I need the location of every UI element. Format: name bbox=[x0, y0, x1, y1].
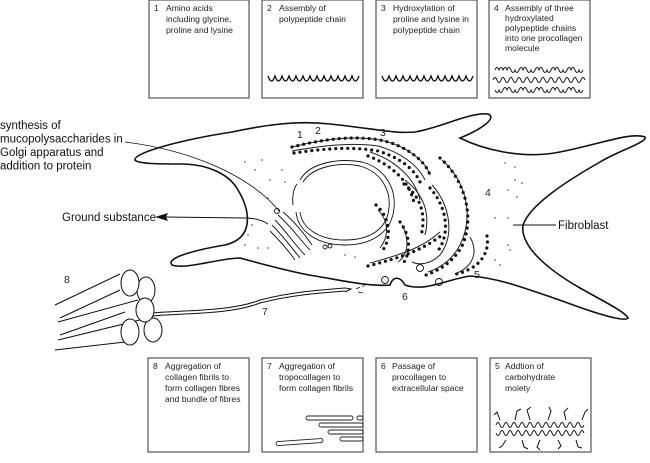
tropocollagen-rods bbox=[275, 415, 364, 446]
golgi-apparatus bbox=[269, 208, 333, 261]
step-number: 6 bbox=[381, 361, 386, 371]
step-number: 7 bbox=[267, 361, 272, 371]
svg-text:4: 4 bbox=[485, 187, 491, 199]
step-number: 1 bbox=[154, 3, 159, 13]
step-box-6: 6 Passage of procollagen to extracellula… bbox=[375, 357, 478, 453]
step-box-7: 7 Aggregation of tropocollagen to form c… bbox=[261, 357, 364, 453]
svg-text:5: 5 bbox=[474, 269, 480, 281]
step-number: 3 bbox=[381, 3, 386, 13]
fibroblast-cell bbox=[134, 113, 646, 320]
step-text: Assembly of three hydroxylated polypepti… bbox=[505, 3, 585, 53]
svg-text:6: 6 bbox=[381, 361, 386, 371]
step-text: Amino acids including glycine, proline a… bbox=[166, 3, 234, 35]
svg-text:2: 2 bbox=[315, 125, 321, 137]
svg-text:8: 8 bbox=[153, 361, 158, 371]
step-box-8: 8 Aggregation of collagen fibrils to for… bbox=[147, 357, 250, 453]
glycosylated-procollagen bbox=[493, 406, 589, 451]
nucleus bbox=[292, 160, 395, 246]
svg-text:1: 1 bbox=[154, 3, 159, 13]
step-text: Aggregation of tropocollagen to form col… bbox=[279, 361, 353, 393]
cytoplasm-granules bbox=[244, 159, 523, 266]
svg-text:8: 8 bbox=[64, 274, 70, 286]
step-number: 4 bbox=[494, 3, 499, 13]
arrow-head-icon bbox=[155, 213, 168, 221]
polypeptide-chain bbox=[267, 74, 360, 82]
cell-membrane bbox=[134, 113, 646, 320]
svg-text:7: 7 bbox=[262, 306, 268, 318]
step-number: 2 bbox=[267, 3, 272, 13]
rough-endoplasmic-reticulum bbox=[290, 136, 490, 277]
step-box-2: 2 Assembly of polypeptide chain bbox=[261, 0, 364, 99]
svg-text:3: 3 bbox=[381, 3, 386, 13]
fibroblast-label: Fibroblast bbox=[558, 220, 609, 232]
collagen-fibril bbox=[151, 284, 366, 317]
hydroxylated-chain bbox=[381, 74, 474, 82]
step-markers: 1 2 3 4 5 6 7 8 bbox=[64, 125, 491, 318]
svg-text:5: 5 bbox=[495, 361, 500, 371]
step-text: Addtion of carbohydrate moiety bbox=[505, 361, 558, 393]
step-box-5: 5 Addtion of carbohydrate moiety bbox=[489, 357, 592, 453]
svg-text:2: 2 bbox=[267, 3, 272, 13]
svg-text:7: 7 bbox=[267, 361, 272, 371]
step-number: 5 bbox=[495, 361, 500, 371]
svg-text:3: 3 bbox=[380, 127, 386, 139]
secretory-vesicles bbox=[381, 264, 443, 286]
ground-substance-label: Ground substance bbox=[62, 212, 156, 224]
step-text: Aggregation of collagen fibrils to form … bbox=[165, 361, 242, 404]
ground-substance-arrow bbox=[164, 216, 269, 225]
step-number: 8 bbox=[153, 361, 158, 371]
step-box-1: 1 Amino acids including glycine, proline… bbox=[148, 0, 250, 99]
step-text: Passage of procollagen to extracellular … bbox=[392, 361, 464, 393]
svg-text:1: 1 bbox=[297, 129, 303, 141]
golgi-note-label: synthesis of mucopolysaccharides in Golg… bbox=[0, 120, 126, 173]
golgi-note-leader bbox=[124, 141, 281, 213]
step-text: Assembly of polypeptide chain bbox=[279, 3, 346, 24]
step-box-4: 4 Assembly of three hydroxylated polypep… bbox=[488, 0, 591, 99]
svg-text:4: 4 bbox=[494, 3, 499, 13]
svg-text:6: 6 bbox=[402, 291, 408, 303]
step-box-3: 3 Hydroxylation of proline and lysine in… bbox=[375, 0, 478, 99]
procollagen-triple-helix bbox=[492, 67, 586, 93]
collagen-fibre-bundle bbox=[54, 269, 163, 351]
step-text: Hydroxylation of proline and lysine in p… bbox=[393, 3, 471, 35]
